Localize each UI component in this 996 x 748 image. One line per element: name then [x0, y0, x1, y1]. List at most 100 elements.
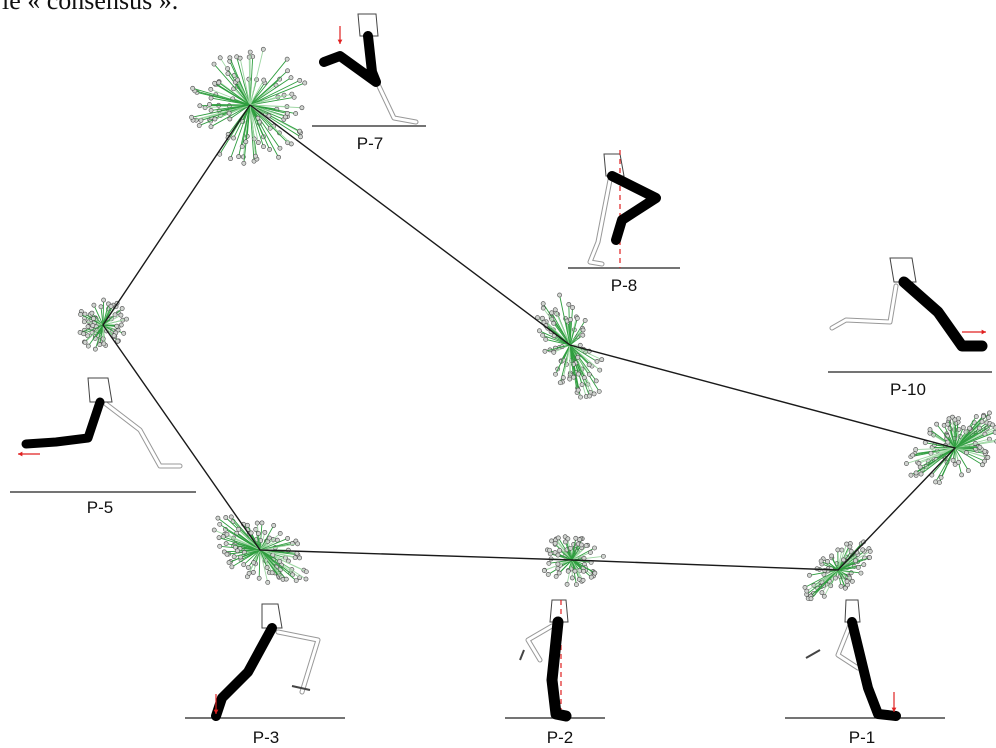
sample-marker: [833, 576, 837, 580]
sample-marker: [933, 480, 937, 484]
sample-marker: [278, 146, 282, 150]
sample-marker: [256, 531, 260, 535]
sample-marker: [580, 383, 584, 387]
sample-marker: [556, 536, 560, 540]
leg-posture-icon: [10, 378, 196, 492]
sample-marker: [257, 576, 261, 580]
sample-marker: [543, 349, 547, 353]
arrowhead-icon: [18, 452, 22, 457]
sample-marker: [558, 381, 562, 385]
sample-marker: [212, 528, 216, 532]
sample-marker: [581, 328, 585, 332]
sample-marker: [235, 549, 239, 553]
sample-marker: [284, 577, 288, 581]
sample-marker: [601, 554, 605, 558]
contralateral-leg-fill: [832, 286, 896, 328]
sample-marker: [289, 142, 293, 146]
sample-marker: [230, 565, 234, 569]
sample-marker: [807, 573, 811, 577]
stance-leg: [904, 282, 982, 346]
sample-marker: [102, 298, 106, 302]
posture-label-p-5: P-5: [87, 498, 113, 518]
sample-marker: [218, 544, 222, 548]
sample-marker: [592, 546, 596, 550]
sample-marker: [209, 87, 213, 91]
sample-marker: [113, 313, 117, 317]
sample-marker: [276, 155, 280, 159]
sample-marker: [554, 574, 558, 578]
sample-marker: [217, 80, 221, 84]
sample-marker: [217, 536, 221, 540]
sample-marker: [298, 135, 302, 139]
sample-marker: [583, 318, 587, 322]
sample-marker: [951, 458, 955, 462]
sample-marker: [124, 317, 128, 321]
sample-marker: [231, 136, 235, 140]
sample-marker: [278, 559, 282, 563]
sample-marker: [542, 568, 546, 572]
sample-marker: [577, 577, 581, 581]
sample-marker: [981, 414, 985, 418]
sample-marker: [939, 475, 943, 479]
sample-marker: [571, 375, 575, 379]
posture-label-p-10: P-10: [890, 380, 926, 400]
sample-marker: [558, 548, 562, 552]
sample-marker: [967, 426, 971, 430]
sample-marker: [298, 129, 302, 133]
stance-leg: [612, 176, 656, 240]
sample-marker: [541, 333, 545, 337]
sample-marker: [540, 316, 544, 320]
sample-marker: [556, 553, 560, 557]
sample-marker: [289, 76, 293, 80]
posture-label-p-7: P-7: [357, 134, 383, 154]
posture-label-p-2: P-2: [547, 728, 573, 748]
sample-marker: [244, 140, 248, 144]
sample-marker: [919, 472, 923, 476]
sample-marker: [561, 376, 565, 380]
sample-marker: [594, 379, 598, 383]
sample-marker: [112, 334, 116, 338]
sample-marker: [805, 589, 809, 593]
sample-marker: [109, 304, 113, 308]
sample-marker: [904, 461, 908, 465]
sample-marker: [597, 389, 601, 393]
sample-marker: [285, 536, 289, 540]
sample-marker: [568, 318, 572, 322]
sample-marker: [83, 340, 87, 344]
sample-marker: [304, 570, 308, 574]
sample-marker: [242, 563, 246, 567]
sample-marker: [91, 316, 95, 320]
sample-marker: [191, 86, 195, 90]
sample-marker: [588, 550, 592, 554]
sample-marker: [86, 325, 90, 329]
sample-marker: [90, 311, 94, 315]
sample-marker: [228, 117, 232, 121]
sample-marker: [266, 580, 270, 584]
sample-marker: [229, 515, 233, 519]
sample-marker: [928, 427, 932, 431]
posture-label-p-3: P-3: [253, 728, 279, 748]
stance-leg: [216, 628, 272, 716]
sample-marker: [82, 332, 86, 336]
sample-marker: [587, 372, 591, 376]
sample-marker: [225, 532, 229, 536]
sample-marker: [859, 571, 863, 575]
arrowhead-icon: [338, 40, 343, 44]
sample-marker: [947, 417, 951, 421]
sample-marker: [537, 329, 541, 333]
sample-marker: [587, 363, 591, 367]
sample-marker: [122, 331, 126, 335]
sample-marker: [285, 57, 289, 61]
sample-marker: [294, 111, 298, 115]
sample-marker: [102, 342, 106, 346]
sample-marker: [914, 447, 918, 451]
sample-marker: [254, 527, 258, 531]
leg-posture-icon: [185, 604, 345, 718]
sample-marker: [809, 597, 813, 601]
sample-marker: [582, 569, 586, 573]
sample-marker: [209, 125, 213, 129]
sample-marker: [267, 536, 271, 540]
sample-marker: [256, 140, 260, 144]
sample-marker: [553, 308, 557, 312]
sample-marker: [566, 569, 570, 573]
